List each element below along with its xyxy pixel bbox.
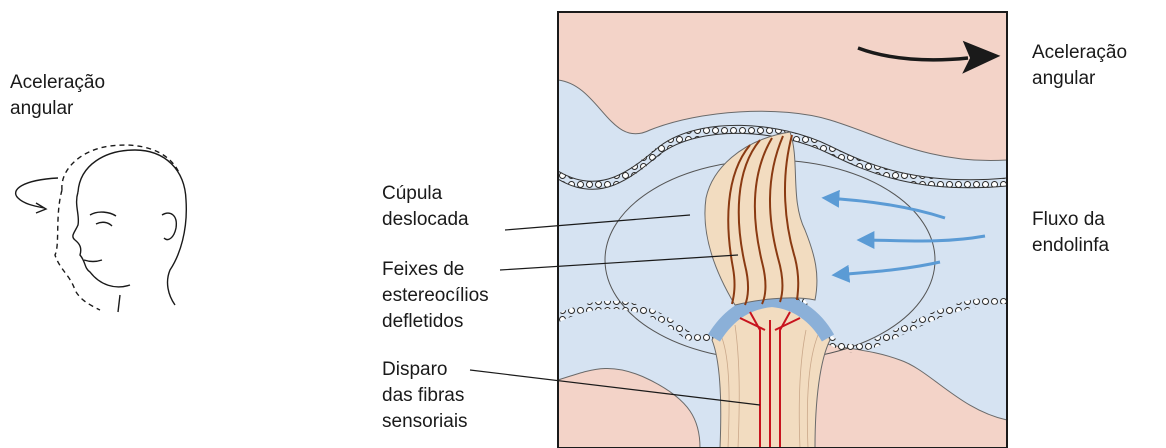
head-figure xyxy=(16,145,187,312)
ampulla-diagram xyxy=(558,12,1007,448)
